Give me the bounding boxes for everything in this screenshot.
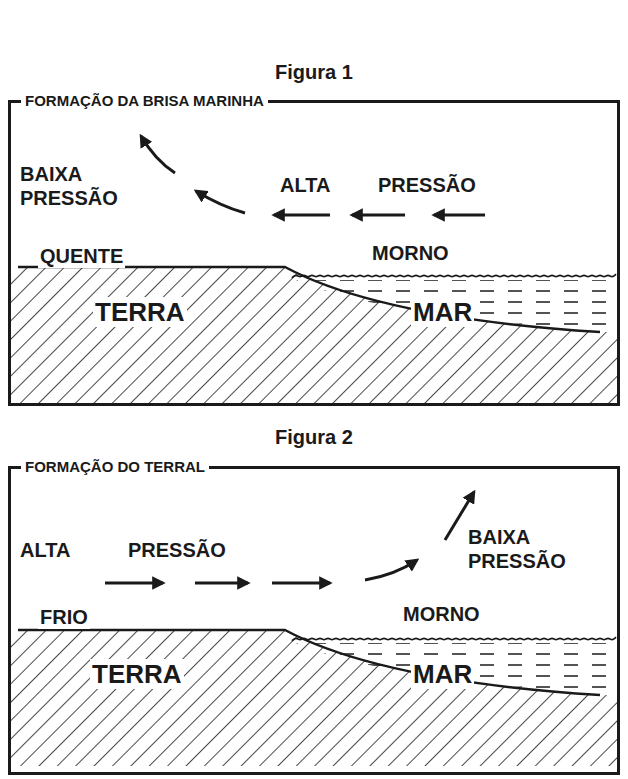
wind-arrow — [105, 582, 163, 585]
figure-frame: FORMAÇÃO DO TERRAL — [8, 466, 620, 775]
wind-arrow — [274, 214, 330, 217]
land-hatch — [10, 267, 618, 403]
figure-title: Figura 2 — [273, 425, 355, 449]
region-label: MAR — [411, 659, 474, 689]
land-and-sea — [10, 630, 618, 766]
region-label: TERRA — [93, 297, 187, 327]
wind-arrow — [352, 214, 405, 217]
region-label: MAR — [411, 297, 474, 327]
frame-heading: FORMAÇÃO DA BRISA MARINHA — [21, 92, 268, 110]
wind-arrows — [105, 136, 485, 583]
wind-arrow — [272, 582, 330, 585]
wind-arrow — [365, 560, 417, 580]
temperature-label: QUENTE — [38, 244, 125, 268]
pressure-label: BAIXA PRESSÃO — [18, 162, 142, 210]
pressure-label: PRESSÃO — [376, 173, 478, 197]
water-dashes — [296, 280, 618, 330]
temperature-label: MORNO — [401, 602, 482, 626]
pressure-label: BAIXA PRESSÃO — [466, 525, 590, 573]
temperature-label: MORNO — [370, 241, 451, 265]
figure-title: Figura 1 — [273, 60, 355, 84]
pressure-label: ALTA — [278, 173, 332, 197]
wind-arrow — [434, 214, 485, 217]
wind-arrow — [196, 191, 245, 213]
region-label: TERRA — [90, 659, 184, 689]
frame-heading: FORMAÇÃO DO TERRAL — [21, 458, 209, 476]
wind-arrow — [195, 582, 248, 585]
pressure-label: PRESSÃO — [126, 538, 228, 562]
wind-arrow — [141, 136, 175, 173]
land-and-sea — [10, 267, 618, 403]
temperature-label: FRIO — [38, 605, 90, 629]
sea-surface — [292, 274, 616, 278]
pressure-label: ALTA — [18, 538, 72, 562]
